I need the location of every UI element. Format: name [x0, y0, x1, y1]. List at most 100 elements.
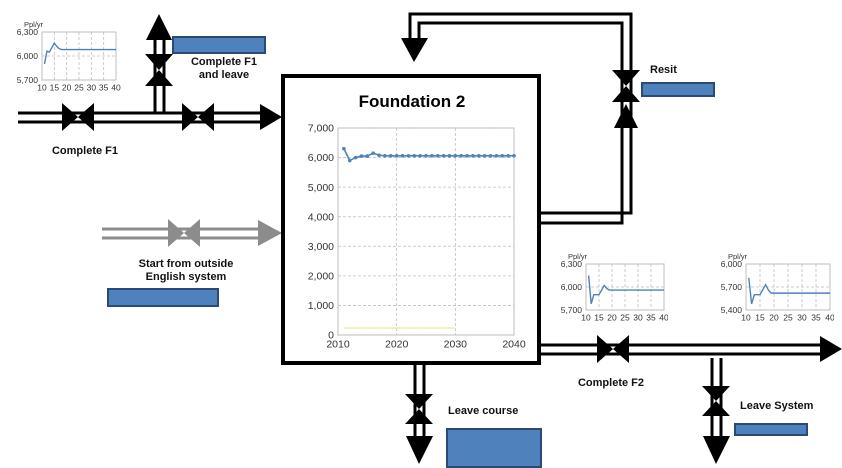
label-complete-f2: Complete F2 [577, 377, 644, 389]
ytick-label: 5,400 [721, 305, 743, 315]
xtick-label: 10 [741, 313, 751, 323]
xtick-label: 15 [755, 313, 765, 323]
ytick-label: 3,000 [308, 241, 334, 253]
data-point [365, 154, 370, 158]
data-point [400, 153, 405, 158]
slider-start-outside[interactable] [107, 288, 219, 307]
data-point [453, 153, 458, 158]
valve-f1-second-icon[interactable] [182, 103, 214, 131]
ytick-label: 6,000 [721, 259, 743, 269]
xtick-label: 20 [607, 313, 617, 323]
y-axis-label: Ppl/yr [568, 252, 588, 261]
data-point [353, 155, 358, 160]
ytick-label: 2,000 [308, 271, 334, 283]
xtick-label: 2030 [444, 339, 468, 351]
flow-start-outside-pipe [102, 220, 282, 246]
flow-complete-f2-pipe [540, 336, 842, 362]
data-point [389, 153, 393, 158]
flow-complete-f1-pipe [18, 104, 282, 130]
label-complete-f1: Complete F1 [51, 145, 118, 157]
valve-start-outside-icon[interactable] [168, 219, 200, 247]
ytick-label: 5,700 [561, 305, 583, 315]
label-resit: Resit [650, 64, 677, 76]
data-point [377, 153, 381, 158]
slider-leave-course[interactable] [446, 428, 542, 468]
data-point [435, 153, 440, 158]
ytick-label: 6,000 [561, 282, 583, 292]
ytick-label: 5,700 [721, 282, 743, 292]
xtick-label: 10 [37, 83, 47, 93]
data-point [347, 158, 352, 163]
slider-leave-system[interactable] [734, 423, 808, 436]
ytick-label: 4,000 [308, 211, 334, 223]
flow-leave-system-pipe [703, 358, 730, 464]
data-point [494, 153, 499, 158]
slider-complete-f1-leave[interactable] [172, 36, 266, 54]
valve-complete-f1-icon[interactable] [62, 103, 94, 131]
series-line [43, 41, 116, 65]
data-point [418, 153, 422, 158]
xtick-label: 25 [620, 313, 630, 323]
data-point [488, 153, 493, 158]
ytick-label: 6,300 [561, 259, 583, 269]
data-point [482, 153, 487, 158]
ytick-label: 6,300 [17, 27, 39, 37]
xtick-label: 2020 [385, 339, 409, 351]
chart-title: Foundation 2 [359, 92, 466, 111]
valve-complete-f1-leave-icon[interactable] [145, 54, 173, 86]
xtick-label: 25 [74, 83, 84, 93]
data-point [430, 153, 434, 158]
data-point [359, 154, 364, 158]
data-point [465, 153, 469, 158]
data-point [471, 153, 475, 158]
xtick-label: 40 [111, 83, 121, 93]
data-point [342, 146, 346, 151]
ytick-label: 5,700 [17, 75, 39, 85]
ytick-label: 5,000 [308, 182, 334, 194]
xtick-label: 10 [581, 313, 591, 323]
xtick-label: 35 [811, 313, 821, 323]
data-point [512, 153, 516, 158]
data-point [441, 153, 446, 158]
label-leave-system: Leave System [740, 400, 814, 412]
slider-resit[interactable] [641, 82, 715, 97]
foundation2-chart: Foundation 2 0 1,000 2,000 3,000 4,000 5,000 6… [308, 92, 526, 351]
xtick-label: 25 [783, 313, 793, 323]
xtick-label: 30 [633, 313, 643, 323]
plot-area [337, 127, 515, 336]
ytick-label: 7,000 [308, 123, 334, 135]
valve-complete-f2-icon[interactable] [597, 335, 629, 363]
xtick-label: 30 [797, 313, 807, 323]
ytick-label: 6,000 [17, 51, 39, 61]
xtick-label: 35 [99, 83, 109, 93]
label-start-outside: Start from outside English system [138, 258, 234, 283]
ytick-label: 0 [328, 330, 334, 342]
data-point [424, 153, 428, 158]
xtick-label: 40 [825, 313, 834, 323]
valve-leave-system-icon[interactable] [702, 386, 730, 416]
xtick-label: 2010 [326, 339, 350, 351]
y-axis-label: Ppl/yr [24, 20, 44, 29]
valve-leave-course-icon[interactable] [405, 394, 433, 424]
y-axis-label: Ppl/yr [728, 252, 748, 261]
ytick-label: 6,000 [308, 152, 334, 164]
xtick-label: 20 [769, 313, 779, 323]
xtick-label: 15 [594, 313, 604, 323]
data-point [371, 151, 375, 155]
flow-complete-f1-leave-pipe [146, 14, 172, 114]
data-point [406, 153, 411, 158]
valve-resit-icon[interactable] [612, 70, 640, 128]
ytick-label: 1,000 [308, 300, 334, 312]
data-point [383, 153, 387, 158]
data-point [447, 153, 452, 158]
series-line [748, 277, 830, 305]
label-complete-f1-leave: Complete F1 and leave [190, 56, 257, 81]
xtick-label: 15 [50, 83, 60, 93]
series-line [587, 275, 664, 305]
xtick-label: 2040 [502, 339, 526, 351]
xtick-label: 40 [659, 313, 668, 323]
mini-chart-system: 5,400 5,700 6,000 10 15 20 25 30 35 40 Ppl/yr [721, 252, 834, 323]
xtick-label: 35 [646, 313, 656, 323]
